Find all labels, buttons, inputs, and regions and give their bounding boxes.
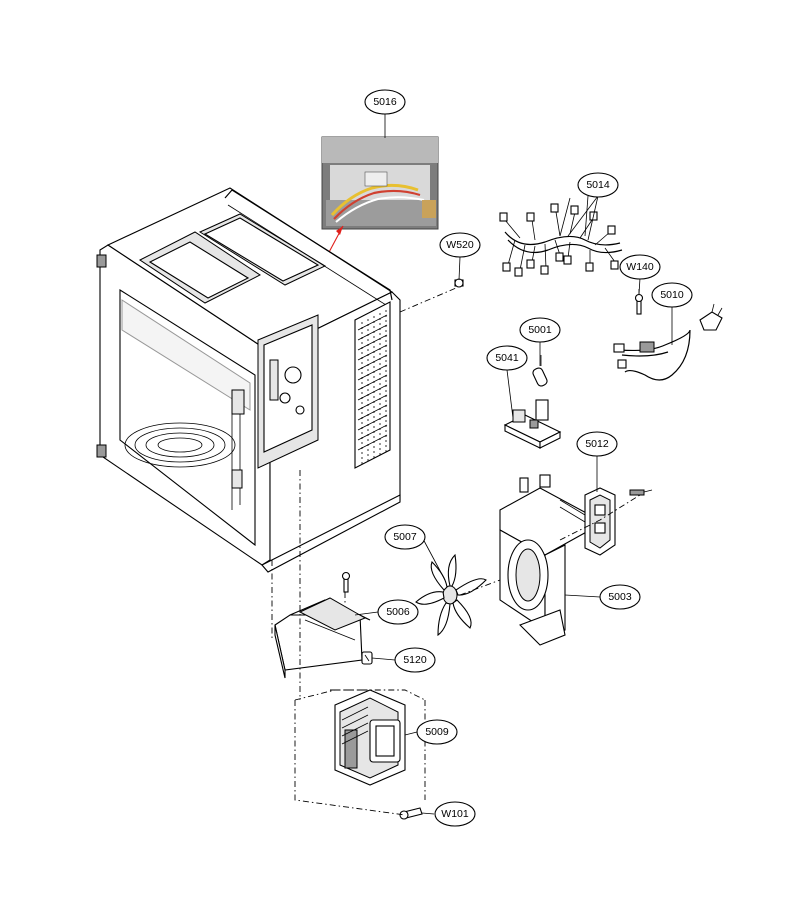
screw-w101 — [399, 807, 423, 820]
screw-w140 — [634, 289, 644, 315]
callout-label: 5009 — [425, 726, 449, 738]
callout-5016: 5016 — [364, 89, 406, 115]
callout-label: 5120 — [403, 654, 427, 666]
callout-label: 5012 — [585, 438, 609, 450]
callout-w140: W140 — [619, 254, 661, 280]
callout-5006: 5006 — [377, 599, 419, 625]
callout-label: 5010 — [660, 289, 684, 301]
screw-w520 — [454, 278, 464, 288]
callout-label: W520 — [446, 239, 474, 251]
callout-label: 5014 — [586, 179, 610, 191]
callout-label: W140 — [626, 261, 654, 273]
callout-5010: 5010 — [651, 282, 693, 308]
callout-label: 5041 — [495, 352, 519, 364]
callout-label: 5006 — [386, 606, 410, 618]
oven-cavity-chassis — [96, 187, 401, 573]
wire-harness-5014 — [499, 195, 623, 277]
air-guide-5006 — [274, 597, 371, 679]
inset-photo-5016 — [321, 136, 439, 230]
fan-blade-5007 — [415, 553, 487, 637]
callout-label: 5007 — [393, 531, 417, 543]
callout-5007: 5007 — [384, 524, 426, 550]
fan-motor-bracket-5003 — [499, 474, 591, 646]
callout-5003: 5003 — [599, 584, 641, 610]
magnetron-5009 — [334, 689, 406, 786]
assembly-lines — [271, 287, 641, 816]
screw-5006 — [341, 571, 351, 593]
fuse-5001 — [532, 355, 548, 387]
callout-5014: 5014 — [577, 172, 619, 198]
callout-5041: 5041 — [486, 345, 528, 371]
vent-grill — [354, 301, 391, 469]
callout-label: 5003 — [608, 591, 632, 603]
thermostat-bracket-5012 — [584, 487, 653, 556]
callout-5012: 5012 — [576, 431, 618, 457]
callout-w520: W520 — [439, 232, 481, 258]
power-cord-5010 — [613, 303, 723, 381]
clip-5120 — [361, 651, 373, 665]
callout-label: 5016 — [373, 96, 397, 108]
callout-5009: 5009 — [416, 719, 458, 745]
callout-5001: 5001 — [519, 317, 561, 343]
callout-label: W101 — [441, 808, 469, 820]
leader-lines — [354, 114, 673, 815]
callout-label: 5001 — [528, 324, 552, 336]
callout-5120: 5120 — [394, 647, 436, 673]
capacitor-5041 — [503, 399, 562, 449]
callout-w101: W101 — [434, 801, 476, 827]
